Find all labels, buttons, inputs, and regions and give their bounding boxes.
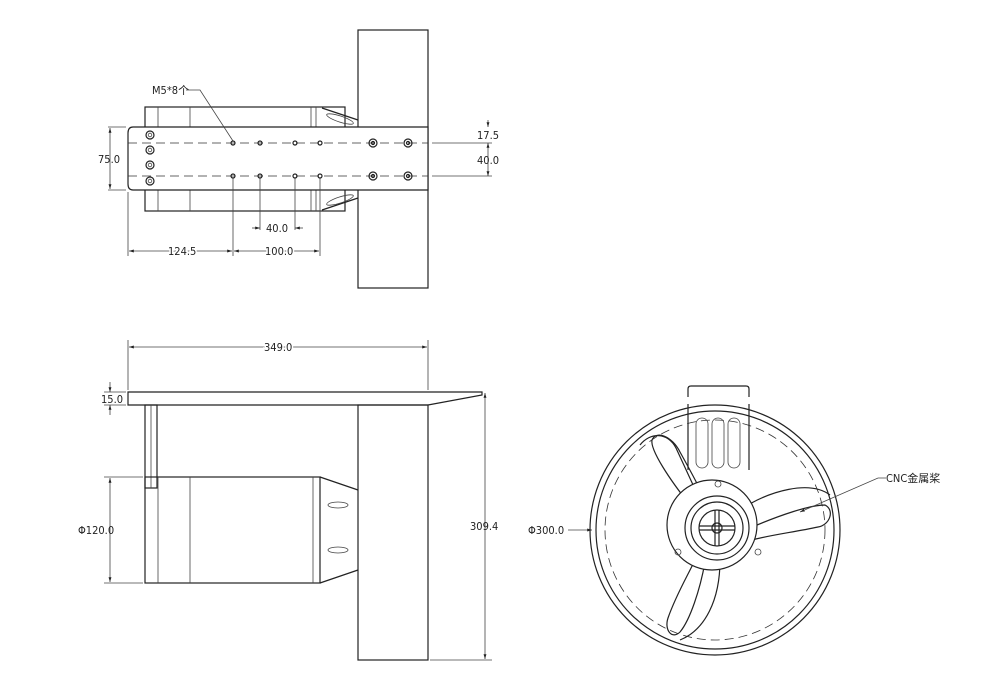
motor-body-side — [144, 476, 321, 584]
dim-offset-17-5: 17.5 — [477, 129, 499, 142]
bracket-plate — [127, 126, 429, 191]
dim-span-100: 100.0 — [265, 245, 293, 258]
callout-m5-screws: M5*8个 — [152, 84, 189, 97]
mounting-holes — [145, 130, 413, 186]
dim-diameter-300: Φ300.0 — [528, 524, 564, 537]
propeller — [639, 434, 831, 641]
top-view: 75.0 17.5 40.0 40.0 124.5 100.0 M5*8个 — [98, 29, 499, 289]
dim-spacing-40-horizontal: 40.0 — [266, 222, 288, 235]
dim-spacing-40-vertical: 40.0 — [477, 154, 499, 167]
dim-length-349: 349.0 — [264, 341, 292, 354]
dim-height-75: 75.0 — [98, 153, 120, 166]
mount-plate-side — [357, 404, 429, 661]
front-view: Φ300.0 CNC金属桨 — [528, 385, 940, 656]
side-view: 349.0 15.0 Φ120.0 309.4 — [78, 340, 498, 661]
dim-diameter-120: Φ120.0 — [78, 524, 114, 537]
callout-cnc-propeller: CNC金属桨 — [886, 471, 940, 485]
dim-thickness-15: 15.0 — [101, 393, 123, 406]
dim-height-309-4: 309.4 — [470, 520, 498, 533]
dim-edge-124-5: 124.5 — [168, 245, 196, 258]
duct-inner — [595, 410, 835, 650]
bracket-plate-side — [127, 391, 483, 406]
